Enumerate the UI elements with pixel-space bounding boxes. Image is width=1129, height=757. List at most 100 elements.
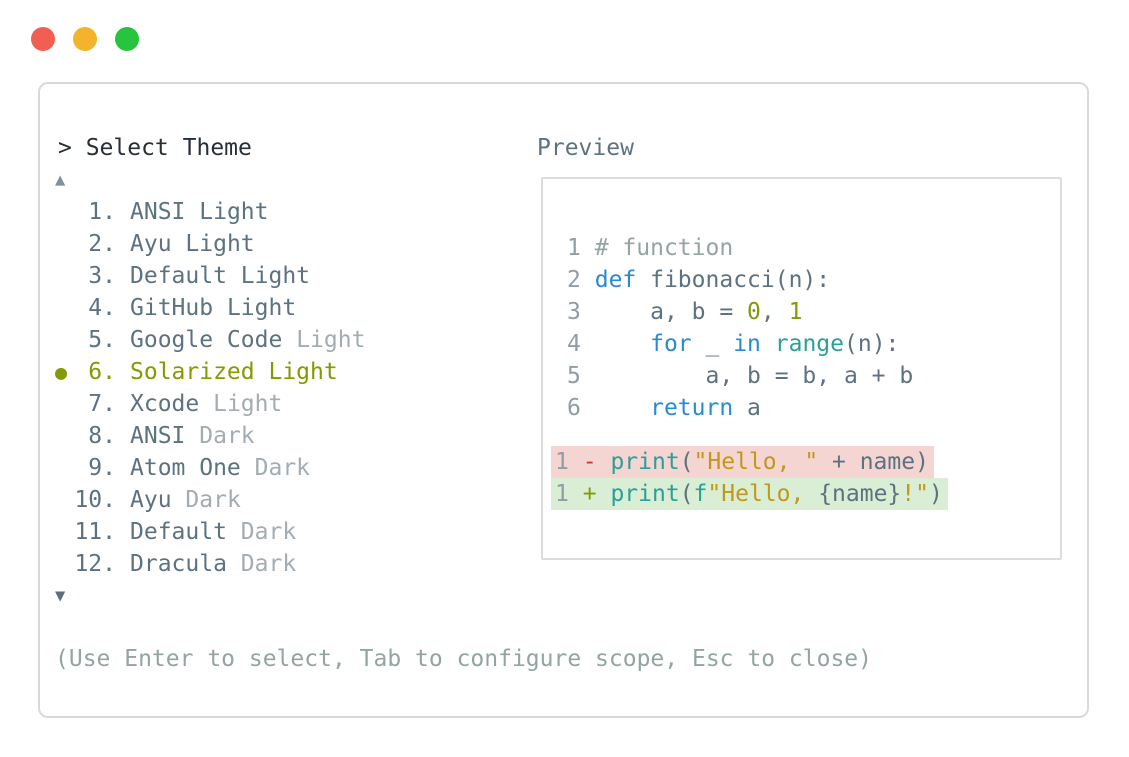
code-token-body: (n): (844, 331, 900, 357)
code-token-fn: range (774, 331, 845, 357)
code-token-kw: for (650, 331, 692, 357)
code-line-5: 5 a, b = b, a + b (567, 360, 1060, 392)
theme-item-number: 12. (74, 551, 116, 577)
theme-item-name: Xcode (130, 391, 200, 417)
theme-item-default-dark[interactable]: 11. Default Dark (55, 516, 365, 548)
code-token-str: !" (901, 481, 929, 507)
theme-item-name: Ayu (130, 231, 172, 257)
theme-item-github-light[interactable]: 4.GitHub Light (55, 292, 365, 324)
code-token-body: ( (679, 449, 694, 475)
theme-item-number: 8. (88, 423, 116, 449)
theme-item-variant: Dark (240, 551, 297, 577)
theme-item-variant: Light (213, 391, 283, 417)
spacer (172, 228, 186, 260)
spacer (172, 484, 186, 516)
code-token-body: a, b = b, a + b (580, 363, 914, 389)
theme-item-variant: Light (296, 327, 366, 353)
scroll-up-icon[interactable]: ▲ (55, 170, 66, 190)
theme-item-name: Solarized (130, 359, 255, 385)
code-token-body (581, 235, 595, 261)
code-token-body: {name} (818, 481, 902, 507)
theme-item-number: 9. (88, 455, 116, 481)
code-token-str: "Hello, " (693, 449, 819, 475)
code-line-4: 4 for _ in range(n): (567, 328, 1060, 360)
code-token-body (581, 267, 595, 293)
code-token-kw: def (594, 267, 637, 293)
code-token-body (597, 449, 611, 475)
code-token-num: 1 (788, 299, 803, 325)
theme-item-variant: Light (226, 295, 297, 321)
code-token-kw: in (733, 331, 761, 357)
selected-bullet-icon: ● (55, 360, 68, 384)
theme-item-number: 11. (74, 519, 116, 545)
close-button[interactable] (31, 27, 55, 51)
code-token-plus: + (582, 481, 597, 507)
theme-item-name: Default (130, 263, 227, 289)
code-token-body (581, 331, 650, 357)
code-token-minus: - (582, 449, 597, 475)
page-title: > Select Theme (58, 135, 252, 161)
code-token-body: + name) (818, 449, 929, 475)
code-token-comment: # function (594, 235, 734, 261)
code-token-body: ( (679, 481, 694, 507)
scroll-down-icon[interactable]: ▼ (55, 586, 66, 606)
theme-item-variant: Dark (240, 519, 297, 545)
code-line-1: 1 # function (567, 232, 1060, 264)
theme-item-ansi-dark[interactable]: 8.ANSI Dark (55, 420, 365, 452)
spacer (282, 324, 296, 356)
diff-line-removed: 1 - print("Hello, " + name) (551, 446, 1060, 478)
diff-highlight-removed: 1 - print("Hello, " + name) (551, 446, 934, 478)
theme-item-default-light[interactable]: 3.Default Light (55, 260, 365, 292)
code-token-body (597, 481, 611, 507)
code-token-body: ) (928, 481, 943, 507)
spacer (185, 420, 199, 452)
theme-item-variant: Light (199, 199, 269, 225)
theme-item-variant: Dark (185, 487, 241, 513)
theme-item-number: 10. (74, 487, 116, 513)
code-token-fn: print (610, 449, 680, 475)
theme-item-number: 4. (88, 295, 116, 321)
code-token-lnum: 4 (567, 331, 581, 357)
theme-item-dracula-dark[interactable]: 12. Dracula Dark (55, 548, 365, 580)
spacer (227, 516, 241, 548)
code-token-body: fibonacci(n): (636, 267, 831, 293)
theme-item-variant: Dark (199, 423, 255, 449)
theme-item-atom-one-dark[interactable]: 9.Atom One Dark (55, 452, 365, 484)
code-token-lnum: 1 (555, 481, 569, 507)
theme-item-number: 6. (88, 359, 116, 385)
code-line-6: 6 return a (567, 392, 1060, 424)
theme-item-name: Default (130, 519, 227, 545)
theme-item-number: 3. (88, 263, 116, 289)
theme-item-name: ANSI (130, 199, 186, 225)
spacer (241, 452, 255, 484)
spacer (199, 388, 213, 420)
theme-item-google-code-light[interactable]: 5. Google Code Light (55, 324, 365, 356)
theme-item-name: Google Code (130, 327, 283, 353)
code-token-fn: print (610, 481, 680, 507)
theme-item-ansi-light[interactable]: 1.ANSI Light (55, 196, 365, 228)
code-token-fn: f (693, 481, 708, 507)
preview-label: Preview (537, 135, 634, 161)
code-token-lnum: 3 (567, 299, 581, 325)
code-token-body (581, 395, 650, 421)
theme-item-xcode-light[interactable]: 7. Xcode Light (55, 388, 365, 420)
theme-item-name: Ayu (130, 487, 172, 513)
code-token-lnum: 1 (567, 235, 581, 261)
theme-item-ayu-dark[interactable]: 10. Ayu Dark (55, 484, 365, 516)
theme-selector-window: > Select Theme ▲ 1.ANSI Light 2. Ayu Light… (38, 82, 1089, 718)
theme-item-number: 7. (88, 391, 116, 417)
help-text: (Use Enter to select, Tab to configure s… (55, 646, 872, 672)
theme-item-number: 5. (88, 327, 116, 353)
theme-item-solarized-light[interactable]: ●6.Solarized Light (55, 356, 365, 388)
code-token-body: , (760, 299, 789, 325)
maximize-button[interactable] (115, 27, 139, 51)
theme-item-variant: Dark (254, 455, 311, 481)
minimize-button[interactable] (73, 27, 97, 51)
theme-item-name: Dracula (130, 551, 227, 577)
theme-item-number: 2. (88, 231, 116, 257)
theme-item-ayu-light[interactable]: 2.Ayu Light (55, 228, 365, 260)
code-token-body (761, 331, 775, 357)
